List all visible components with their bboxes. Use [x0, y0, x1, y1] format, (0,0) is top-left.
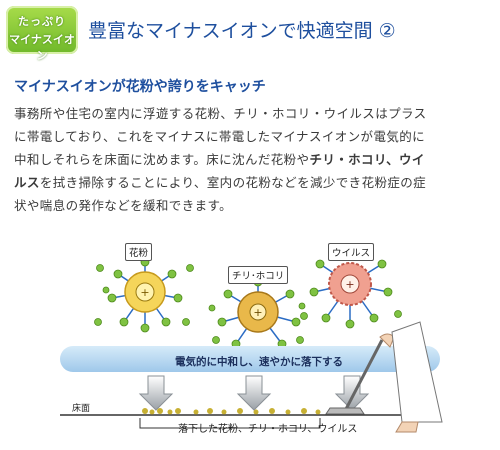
svg-text:+: +: [345, 278, 354, 291]
label-dust: チリ･ホコリ: [228, 266, 289, 284]
section-heading: マイナスイオンが花粉や誇りをキャッチ: [14, 79, 266, 95]
body-line-3: 中和しそれらを床面に沈めます。床に沈んだ花粉やチリ・ホコリ、ウイ: [14, 148, 492, 171]
banner-text: 電気的に中和し、速やかに落下する: [175, 356, 343, 368]
badge: たっぷり マイナスイオン: [6, 6, 78, 62]
floor-label: 床面: [72, 404, 91, 414]
badge-line1: たっぷり: [18, 15, 66, 28]
body-line-3a: 中和しそれらを床面に沈めます。床に沈んだ花粉や: [14, 152, 310, 167]
caption-bracket: [139, 418, 321, 429]
label-pollen: 花粉: [125, 243, 153, 261]
virus-cluster: +: [300, 259, 402, 329]
body-line-4: ルスを拭き掃除することにより、室内の花粉などを減少でき花粉症の症: [14, 171, 492, 194]
body-line-4a: ルス: [14, 175, 40, 190]
badge-line2: マイナスイオン: [9, 33, 75, 62]
svg-text:+: +: [140, 286, 149, 299]
floor-particles: [142, 408, 321, 415]
mop-figure: [325, 321, 443, 433]
label-virus: ウイルス: [328, 243, 375, 261]
down-arrows: [138, 375, 370, 411]
floor-caption: 落下した花粉、チリ・ホコリ、ウイルス: [178, 424, 358, 435]
ion-diagram: + +: [60, 257, 443, 433]
pollen-cluster: +: [94, 257, 194, 333]
dust-cluster: +: [208, 277, 306, 349]
body-text: 事務所や住宅の室内に浮遊する花粉、チリ・ホコリ・ウイルスはプラス に帯電しており…: [14, 102, 492, 217]
body-line-5: 状や喘息の発作などを緩和できます。: [14, 198, 233, 213]
svg-text:+: +: [253, 306, 262, 319]
body-line-1: 事務所や住宅の室内に浮遊する花粉、チリ・ホコリ・ウイルスはプラス: [14, 106, 427, 121]
body-line-2: に帯電しており、これをマイナスに帯電したマイナスイオンが電気的に: [14, 129, 426, 144]
body-line-3b: チリ・ホコリ、ウイ: [309, 152, 425, 167]
page-title: 豊富なマイナスイオンで快適空間 ②: [88, 20, 396, 42]
body-line-4b: を拭き掃除することにより、室内の花粉などを減少でき花粉症の症: [39, 175, 427, 190]
banner-bar: [60, 346, 440, 372]
